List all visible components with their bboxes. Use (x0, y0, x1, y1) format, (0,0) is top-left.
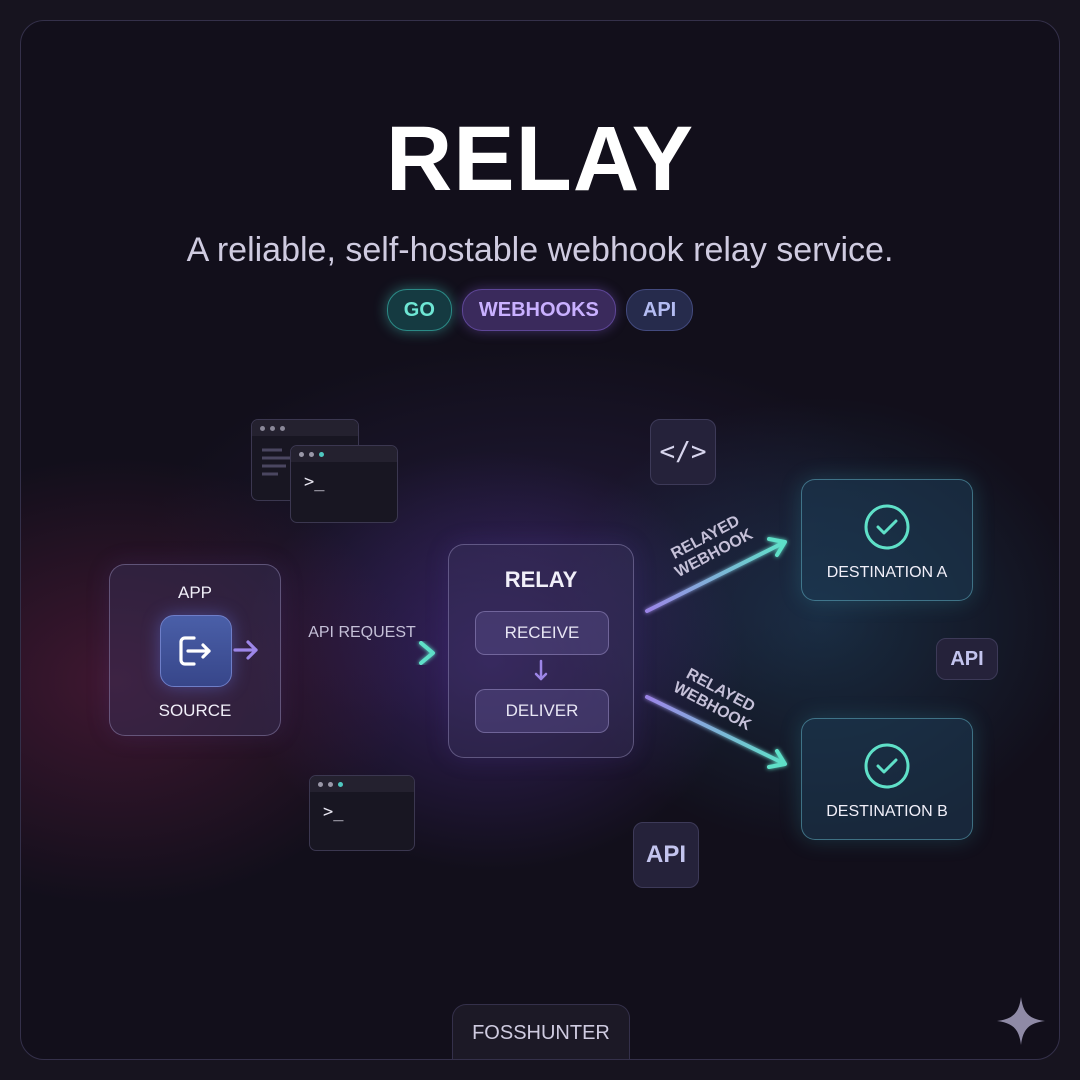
arrow-relayed-a (645, 537, 787, 613)
source-bottom-label: SOURCE (158, 701, 232, 720)
sparkle-icon (997, 997, 1045, 1045)
code-icon: </> (650, 419, 716, 485)
relay-node-title: RELAY (504, 567, 578, 592)
destination-a-label: DESTINATION A (826, 564, 948, 581)
footer-brand: FOSSHUNTER (452, 1004, 630, 1059)
api-badge-right: API (936, 638, 998, 680)
code-lines-graphic (262, 448, 292, 476)
source-top-label: APP (177, 583, 213, 602)
source-node: APP SOURCE (109, 564, 281, 736)
check-circle-icon (864, 504, 910, 550)
deliver-step: DELIVER (475, 689, 609, 733)
arrow-api-request (291, 641, 435, 665)
destination-b-node: DESTINATION B (801, 718, 973, 840)
relay-node: RELAY RECEIVE DELIVER (448, 544, 634, 758)
api-badge-bottom: API (633, 822, 699, 888)
chevron-right-icon (233, 640, 258, 660)
diagram-connectors (291, 537, 787, 769)
tag-go: GO (386, 289, 452, 331)
arrow-relayed-b (645, 695, 787, 769)
page-title: RELAY (385, 108, 695, 210)
terminal-prompt: >_ (304, 472, 325, 492)
terminal-window-top: >_ (290, 445, 398, 523)
terminal-window-bottom: >_ (309, 775, 415, 851)
arrow-down-icon (534, 659, 548, 681)
tag-webhooks: WEBHOOKS (461, 289, 616, 331)
page-subtitle: A reliable, self-hostable webhook relay … (186, 231, 894, 269)
edge-label-api-request: API REQUEST (308, 624, 416, 641)
terminal-prompt: >_ (323, 802, 344, 822)
receive-step: RECEIVE (475, 611, 609, 655)
tag-api: API (625, 289, 694, 331)
exit-arrow-icon (160, 615, 232, 687)
tag-row: GO WEBHOOKS API (21, 289, 1059, 331)
check-circle-icon (864, 743, 910, 789)
destination-b-label: DESTINATION B (826, 803, 948, 820)
destination-a-node: DESTINATION A (801, 479, 973, 601)
poster-card: RELAY A reliable, self-hostable webhook … (20, 20, 1060, 1060)
